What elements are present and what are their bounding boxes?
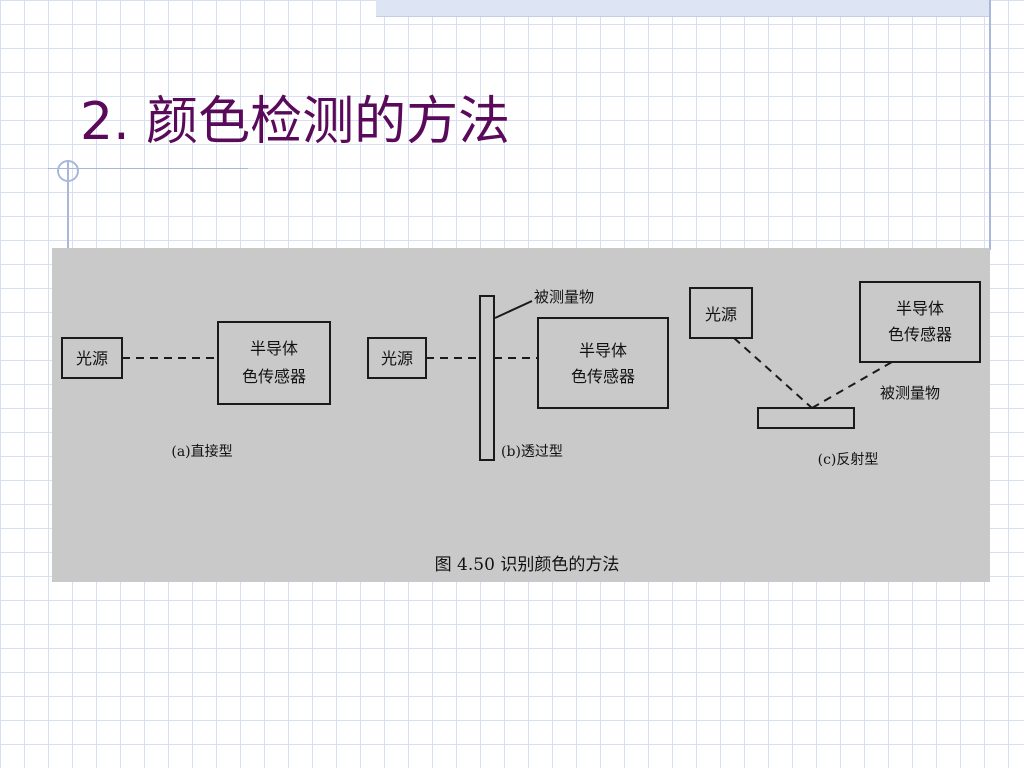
top-decor-band — [376, 0, 990, 17]
decor-vertical-line-right — [989, 0, 991, 250]
diagram-svg: 光源 半导体 色传感器 (a)直接型 光源 被测量物 半导体 色传感器 (b)透… — [61, 281, 981, 575]
panel-a-sensor-label-1: 半导体 — [250, 339, 298, 358]
color-detection-figure: 光源 半导体 色传感器 (a)直接型 光源 被测量物 半导体 色传感器 (b)透… — [52, 248, 990, 582]
panel-b-sensor-label-2: 色传感器 — [571, 367, 635, 386]
decor-title-underline — [48, 168, 248, 169]
panel-b-sensor-box — [537, 317, 669, 409]
figure-caption: 图 4.50 识别颜色的方法 — [435, 555, 620, 575]
panel-c-object-plate — [757, 407, 855, 429]
panel-b-sensor-label-1: 半导体 — [579, 341, 627, 360]
decor-vertical-line-left — [67, 160, 69, 250]
panel-b-object-leader — [494, 300, 533, 319]
panel-b-object-label: 被测量物 — [534, 288, 594, 306]
panel-c-incident-path — [733, 337, 813, 409]
panel-c-sensor-box — [859, 281, 981, 363]
decor-circle-icon — [57, 160, 79, 182]
panel-c-source-label: 光源 — [705, 305, 737, 324]
panel-b-caption: (b)透过型 — [501, 444, 563, 460]
panel-c-object-label: 被测量物 — [880, 384, 940, 402]
panel-a-sensor-label-2: 色传感器 — [242, 367, 306, 386]
panel-c-sensor-label-2: 色传感器 — [888, 325, 952, 344]
panel-a-source-label: 光源 — [76, 349, 108, 368]
slide-title: 2. 颜色检测的方法 — [80, 92, 511, 152]
panel-b-object-plate — [479, 295, 495, 461]
panel-b-source-label: 光源 — [381, 349, 413, 368]
panel-a-sensor-box — [217, 321, 331, 405]
panel-c-reflected-path — [811, 361, 893, 409]
panel-c-sensor-label-1: 半导体 — [896, 299, 944, 318]
panel-a-caption: (a)直接型 — [171, 443, 232, 460]
panel-c-caption: (c)反射型 — [818, 452, 879, 468]
panel-c-source-box — [689, 287, 753, 339]
